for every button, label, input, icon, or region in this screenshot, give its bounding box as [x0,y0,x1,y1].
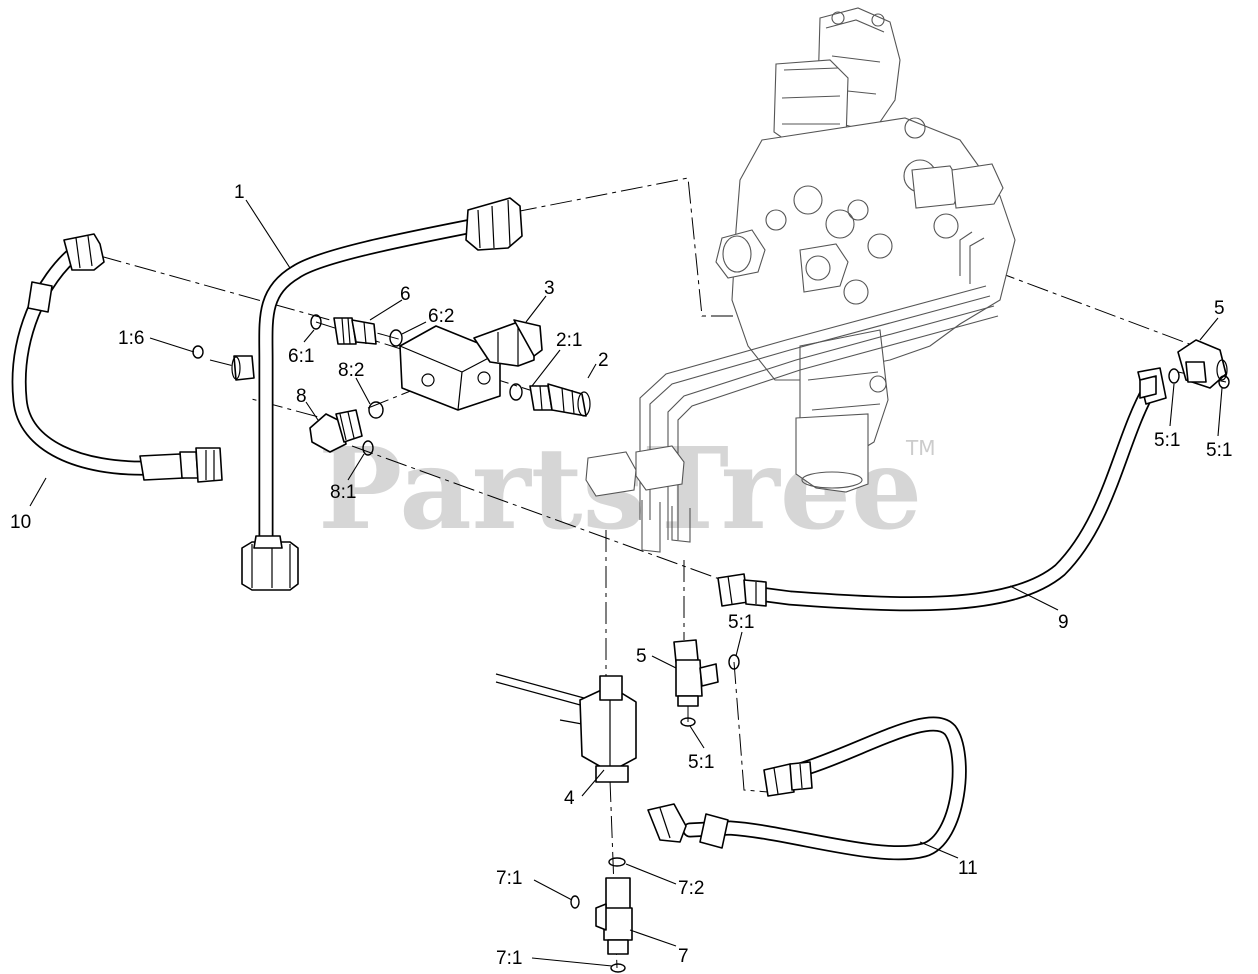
callout-2: 2 [598,350,609,371]
tee-fitting-part-7 [570,857,633,973]
callout-5-top: 5 [1214,298,1225,319]
callout-5-middle: 5 [636,646,647,667]
callout-9: 9 [1058,612,1069,633]
callout-8-2: 8:2 [338,360,364,381]
callout-5-1-right-b: 5:1 [1206,440,1232,461]
leader-lines [29,199,1223,967]
control-valve [715,7,1016,493]
callout-8-1: 8:1 [330,482,356,503]
valve-tube-lines [585,231,999,553]
pressure-switch-part-4 [495,673,637,783]
callout-6-1: 6:1 [288,346,314,367]
fitting-1-6 [192,345,255,381]
callout-10: 10 [10,512,31,533]
elbow-fitting-part-8 [309,401,384,456]
callout-5-1-middle-b: 5:1 [688,752,714,773]
hose-part-10 [11,233,223,483]
callout-2-1: 2:1 [556,330,582,351]
fitting-part-2 [509,383,591,417]
callout-3: 3 [544,278,555,299]
steel-tube-part-1 [241,197,523,591]
callout-7-1-b: 7:1 [496,948,522,969]
callout-7-1-a: 7:1 [496,868,522,889]
callout-6: 6 [400,284,411,305]
tee-fitting-part-5-right [1168,339,1230,389]
callout-5-1-middle-a: 5:1 [728,612,754,633]
callout-6-2: 6:2 [428,306,454,327]
callout-1: 1 [234,182,245,203]
callout-8: 8 [296,386,307,407]
callout-7-2: 7:2 [678,878,704,899]
watermark-trademark: TM [905,436,935,460]
hose-part-11 [647,716,967,861]
callout-11: 11 [958,858,978,879]
callout-5-1-right-a: 5:1 [1154,430,1180,451]
callout-labels: 1 1:6 2 2:1 3 4 5 5:1 5:1 5 5:1 5:1 6 6:… [10,182,1232,969]
callout-7: 7 [678,946,689,967]
fitting-part-6 [310,314,403,347]
hose-part-9 [717,367,1167,612]
tee-fitting-part-5-middle [673,639,740,727]
valve-block-part-3 [399,319,543,411]
callout-4: 4 [564,788,575,809]
callout-1-6: 1:6 [118,328,144,349]
